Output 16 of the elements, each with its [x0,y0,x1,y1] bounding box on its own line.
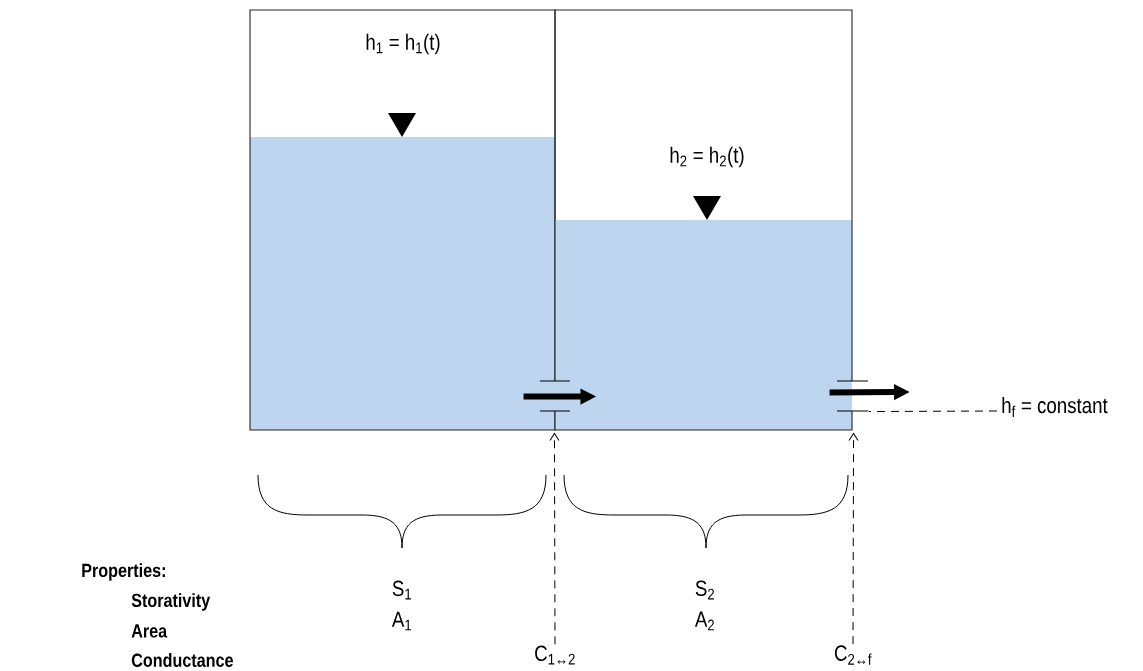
leader-line [848,432,859,645]
property-label: Storativity [131,593,211,611]
conductance-label: C$_{2↔f}$ [834,645,872,665]
symbol-label: S$_{2}$ [695,580,714,600]
property-label: Properties: [82,563,165,581]
head-label: h$_{2}$ = h$_{2}$(t) [670,146,744,168]
leader-line [868,410,998,413]
symbol-label: A$_{2}$ [694,611,714,631]
head-label: h$_{1}$ = h$_{1}$(t) [366,33,440,55]
leader-line [549,432,560,645]
property-label: Area [131,624,168,638]
boundary-label: h$_{f}$ = constant [1002,397,1108,417]
symbol-label: A$_{1}$ [391,611,411,631]
property-label: Conductance [131,653,233,667]
conductance-label: C$_{1↔2}$ [535,645,575,665]
symbol-label: S$_{1}$ [392,580,411,600]
